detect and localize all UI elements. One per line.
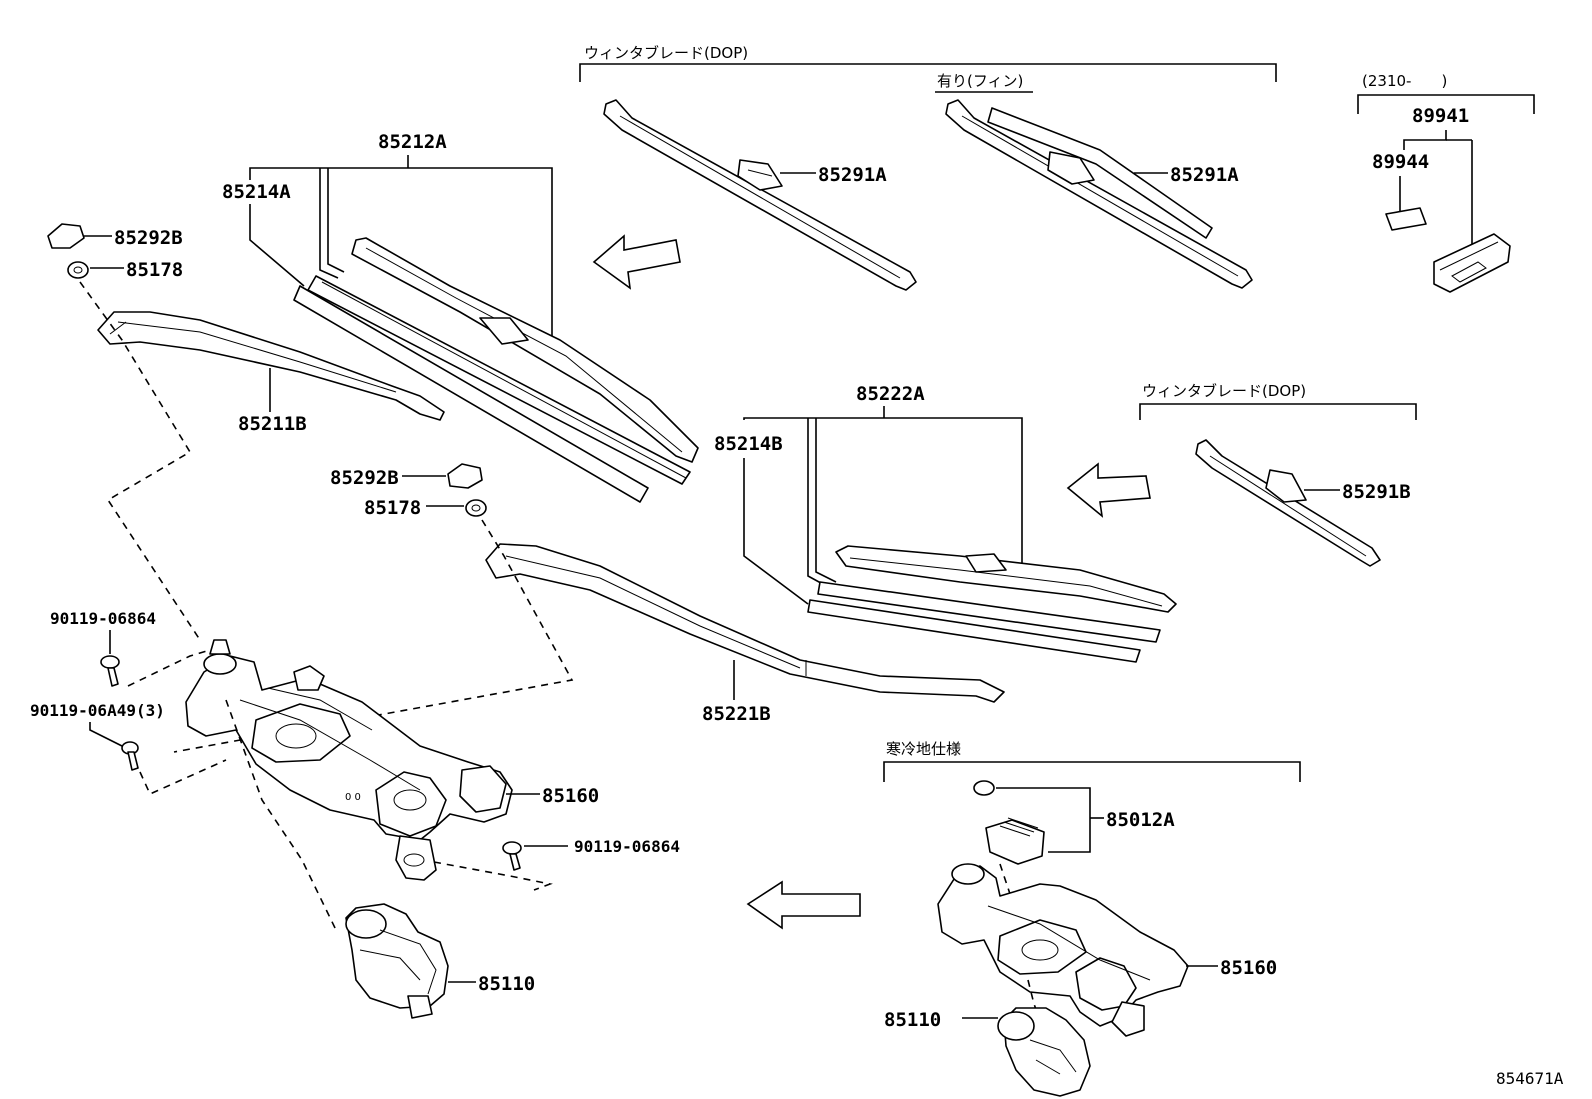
bolt-90119-06864-mid xyxy=(502,841,522,871)
figure-code: 854671A xyxy=(1496,1069,1564,1088)
arrow-left-lower xyxy=(746,880,861,930)
wiper-blade-85212a xyxy=(293,237,699,503)
label-85160-left: 85160 xyxy=(542,785,599,807)
label-85178-top: 85178 xyxy=(126,259,183,281)
wiper-arm-85211b xyxy=(97,311,445,421)
wiper-motor-85110-left xyxy=(345,903,449,1019)
wiper-blade-85291b xyxy=(1195,439,1381,567)
label-sticker-89944 xyxy=(1385,207,1427,231)
label-85214b: 85214B xyxy=(714,433,783,455)
wiper-blade-85291a-left xyxy=(603,99,917,291)
nut-85178-mid xyxy=(465,499,487,517)
note-cold-region: 寒冷地仕様 xyxy=(886,740,961,758)
label-85012a: 85012A xyxy=(1106,809,1175,831)
bolt-90119-06864-top xyxy=(100,655,120,687)
label-85292b-mid: 85292B xyxy=(330,467,399,489)
label-85222a: 85222A xyxy=(856,383,925,405)
sensor-unit-89941 xyxy=(1433,233,1511,293)
label-90119-06a49: 90119-06A49(3) xyxy=(30,701,165,720)
label-85221b: 85221B xyxy=(702,703,771,725)
wiper-linkage-85160-left: 0 0 xyxy=(185,639,513,881)
winter-blade-bracket-top: ウィンタブレード(DOP) 有り(フィン) xyxy=(579,44,1277,93)
note-with-fin: 有り(フィン) xyxy=(937,72,1023,90)
label-85110-left: 85110 xyxy=(478,973,535,995)
label-85178-mid: 85178 xyxy=(364,497,421,519)
wiper-arm-85221b xyxy=(485,543,1005,703)
label-85211b: 85211B xyxy=(238,413,307,435)
label-89944: 89944 xyxy=(1372,151,1429,173)
nut-85012a xyxy=(973,780,995,796)
note-winter-blade-top: ウィンタブレード(DOP) xyxy=(584,44,748,62)
date-range-bracket: (2310- ) xyxy=(1357,72,1535,114)
screw-90119-06a49 xyxy=(121,741,139,771)
nut-85178-top xyxy=(67,261,89,279)
note-date-range: (2310- ) xyxy=(1362,72,1447,90)
label-85292b-top: 85292B xyxy=(114,227,183,249)
label-85214a: 85214A xyxy=(222,181,291,203)
label-90119-06864-mid: 90119-06864 xyxy=(574,837,680,856)
label-85291a-right: 85291A xyxy=(1170,164,1239,186)
label-90119-06864-top: 90119-06864 xyxy=(50,609,156,628)
wiper-blade-85222a xyxy=(807,545,1177,663)
label-85212a: 85212A xyxy=(378,131,447,153)
label-85110-right: 85110 xyxy=(884,1009,941,1031)
wiper-motor-85110-right xyxy=(997,1007,1091,1097)
label-89941: 89941 xyxy=(1412,105,1469,127)
arrow-left-right xyxy=(1066,462,1151,518)
wiper-blade-85291a-right xyxy=(945,99,1253,289)
label-85291a-left: 85291A xyxy=(818,164,887,186)
label-85291b: 85291B xyxy=(1342,481,1411,503)
arrow-left-upper xyxy=(592,234,681,290)
wiper-linkage-85160-right xyxy=(937,863,1189,1037)
heater-85012a xyxy=(985,817,1045,865)
label-85160-right: 85160 xyxy=(1220,957,1277,979)
cap-85292b-mid xyxy=(447,463,483,489)
note-winter-blade-right: ウィンタブレード(DOP) xyxy=(1142,382,1306,400)
cap-85292b-top xyxy=(47,223,85,249)
linkage-mark: 0 0 xyxy=(345,792,361,803)
